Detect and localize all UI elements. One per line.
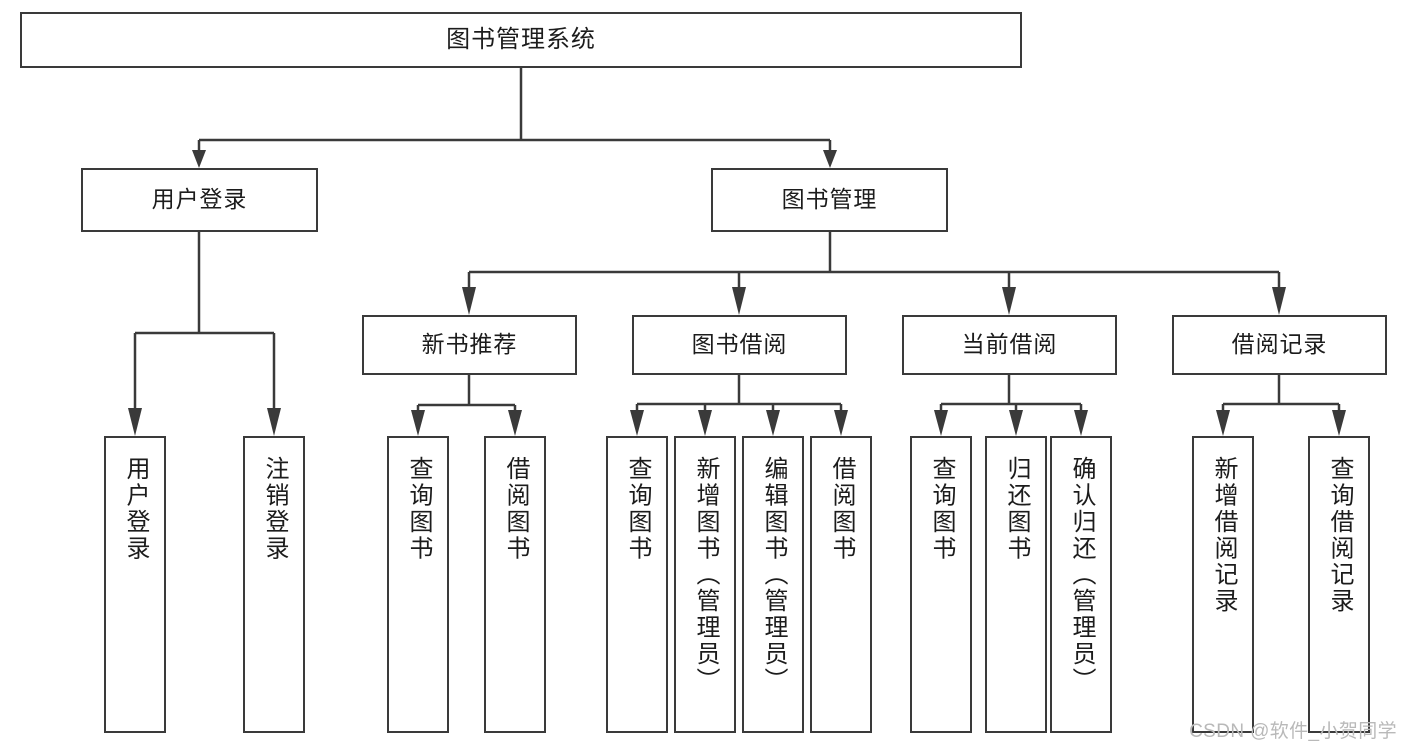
node-current-borrow-label: 当前借阅 [961, 331, 1058, 358]
arrow-to-borrow-record [1272, 287, 1286, 315]
node-leaf-query-record[interactable]: 查询借阅记录 [1308, 436, 1370, 733]
node-leaf-user-login-label: 用户登录 [122, 456, 149, 562]
node-leaf-add-book[interactable]: 新增图书（管理员） [674, 436, 736, 733]
node-leaf-query-book-1-label: 查询图书 [405, 456, 432, 562]
node-leaf-add-record-label: 新增借阅记录 [1210, 456, 1237, 615]
arrow-to-leaf-add-record [1216, 410, 1230, 436]
node-book-manage[interactable]: 图书管理 [711, 168, 948, 232]
arrow-to-current-borrow [1002, 287, 1016, 315]
node-leaf-query-book-2[interactable]: 查询图书 [606, 436, 668, 733]
node-leaf-logout-label: 注销登录 [261, 456, 288, 562]
node-leaf-return-book-label: 归还图书 [1003, 456, 1030, 562]
node-leaf-logout[interactable]: 注销登录 [243, 436, 305, 733]
node-new-book-recommend[interactable]: 新书推荐 [362, 315, 577, 375]
node-leaf-confirm-return[interactable]: 确认归还（管理员） [1050, 436, 1112, 733]
arrow-to-leaf-query-record [1332, 410, 1346, 436]
node-leaf-return-book[interactable]: 归还图书 [985, 436, 1047, 733]
node-leaf-confirm-return-label: 确认归还（管理员） [1068, 456, 1095, 694]
node-leaf-query-book-1[interactable]: 查询图书 [387, 436, 449, 733]
node-leaf-query-book-3[interactable]: 查询图书 [910, 436, 972, 733]
node-leaf-query-book-3-label: 查询图书 [928, 456, 955, 562]
arrow-to-book-borrow [732, 287, 746, 315]
arrow-to-leaf-edit-book [766, 410, 780, 436]
node-leaf-borrow-book-2-label: 借阅图书 [828, 456, 855, 562]
arrow-root-to-user-login [192, 150, 206, 168]
node-new-book-recommend-label: 新书推荐 [421, 331, 518, 358]
arrow-to-leaf-confirm-return [1074, 410, 1088, 436]
node-leaf-borrow-book-2[interactable]: 借阅图书 [810, 436, 872, 733]
node-leaf-edit-book[interactable]: 编辑图书（管理员） [742, 436, 804, 733]
node-book-manage-label: 图书管理 [781, 186, 878, 213]
arrow-to-leaf-query-book-3 [934, 410, 948, 436]
node-user-login[interactable]: 用户登录 [81, 168, 318, 232]
node-leaf-add-book-label: 新增图书（管理员） [692, 456, 719, 694]
arrow-to-leaf-borrow-book-2 [834, 410, 848, 436]
arrow-root-to-book-manage [823, 150, 837, 168]
arrow-to-leaf-return-book [1009, 410, 1023, 436]
node-current-borrow[interactable]: 当前借阅 [902, 315, 1117, 375]
node-leaf-query-record-label: 查询借阅记录 [1326, 456, 1353, 615]
node-leaf-borrow-book-1[interactable]: 借阅图书 [484, 436, 546, 733]
node-leaf-user-login[interactable]: 用户登录 [104, 436, 166, 733]
node-book-borrow-label: 图书借阅 [691, 331, 788, 358]
node-leaf-add-record[interactable]: 新增借阅记录 [1192, 436, 1254, 733]
arrow-to-new-book-recommend [462, 287, 476, 315]
node-root-label: 图书管理系统 [446, 25, 596, 53]
arrow-to-leaf-borrow-book-1 [508, 410, 522, 436]
node-leaf-borrow-book-1-label: 借阅图书 [502, 456, 529, 562]
arrow-to-leaf-user-login [128, 408, 142, 436]
arrow-to-leaf-add-book [698, 410, 712, 436]
arrow-to-leaf-query-book-1 [411, 410, 425, 436]
node-user-login-label: 用户登录 [151, 186, 248, 213]
node-leaf-edit-book-label: 编辑图书（管理员） [760, 456, 787, 694]
node-leaf-query-book-2-label: 查询图书 [624, 456, 651, 562]
node-book-borrow[interactable]: 图书借阅 [632, 315, 847, 375]
node-borrow-record[interactable]: 借阅记录 [1172, 315, 1387, 375]
node-borrow-record-label: 借阅记录 [1231, 331, 1328, 358]
arrow-to-leaf-query-book-2 [630, 410, 644, 436]
arrow-to-leaf-logout [267, 408, 281, 436]
watermark: CSDN @软件_小贺同学 [1189, 721, 1397, 742]
node-root[interactable]: 图书管理系统 [20, 12, 1022, 68]
